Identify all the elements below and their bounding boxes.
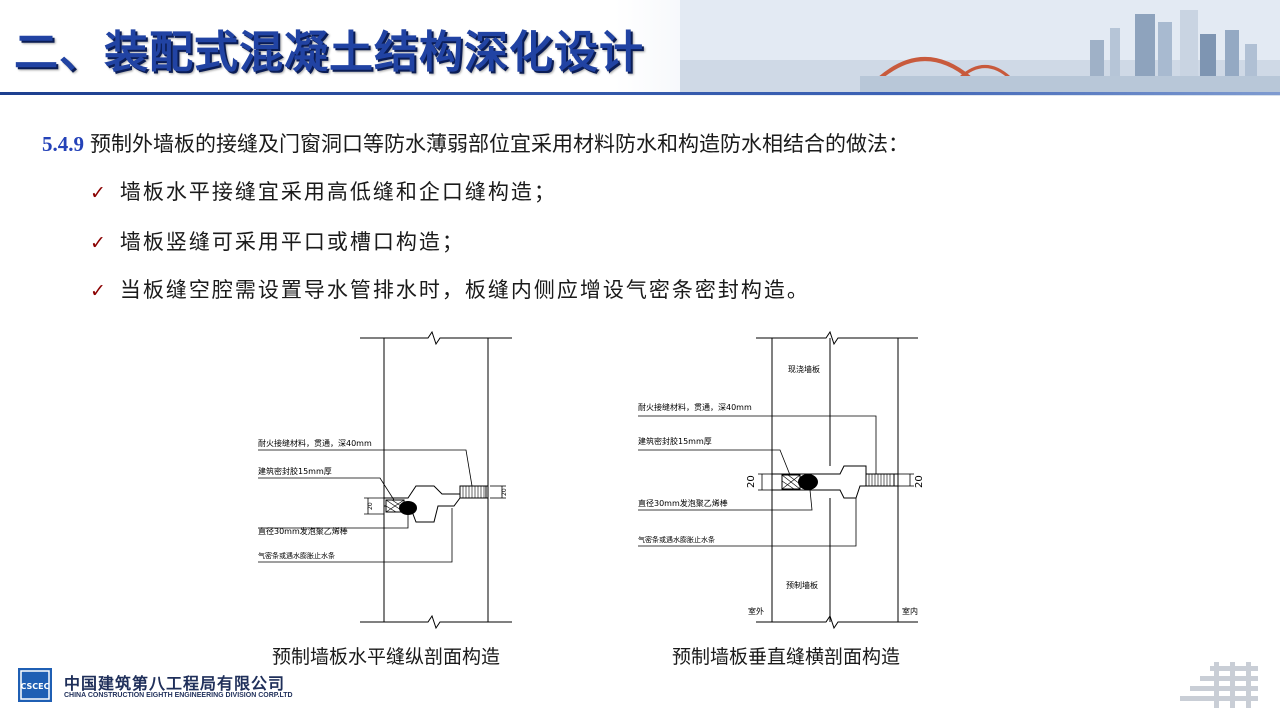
page-title: 二、装配式混凝土结构深化设计 (14, 27, 644, 78)
label-airtight-strip: 气密条或遇水膨胀止水条 (258, 551, 335, 560)
bullet-item: ✓ 当板缝空腔需设置导水管排水时，板缝内侧应增设气密条密封构造。 (90, 274, 810, 304)
building-mark-icon (1180, 662, 1258, 708)
label-sealant: 建筑密封胶15mm厚 (638, 436, 712, 446)
bullet-text: 当板缝空腔需设置导水管排水时，板缝内侧应增设气密条密封构造。 (119, 278, 810, 302)
dim-label: 20 (367, 502, 374, 510)
clause-number: 5.4.9 (42, 132, 84, 156)
label-cast-wall: 现浇墙板 (788, 364, 820, 374)
label-fire-joint-material: 耐火接缝材料，贯通，深40mm (258, 438, 372, 448)
label-foam-rod: 直径30mm发泡聚乙烯棒 (258, 526, 348, 536)
cscec-logo-icon: CSCEC (18, 668, 52, 702)
bullet-item: ✓ 墙板水平接缝宜采用高低缝和企口缝构造； (90, 176, 557, 206)
diagram-caption-right: 预制墙板垂直缝横剖面构造 (672, 647, 901, 668)
dim-label: 20 (501, 488, 508, 496)
clause-text: 预制外墙板的接缝及门窗洞口等防水薄弱部位宜采用材料防水和构造防水相结合的做法： (90, 132, 909, 156)
company-name-en: CHINA CONSTRUCTION EIGHTH ENGINEERING DI… (64, 692, 293, 699)
bullet-text: 墙板水平接缝宜采用高低缝和企口缝构造； (119, 180, 557, 204)
label-sealant: 建筑密封胶15mm厚 (258, 466, 332, 476)
diagram-caption-left: 预制墙板水平缝纵剖面构造 (272, 647, 501, 668)
horizontal-joint-diagram: 20 20 耐火接缝材料，贯通，深40mm 建筑密封胶15mm厚 直径30mm发… (258, 330, 512, 630)
label-precast-wall: 预制墙板 (786, 580, 818, 590)
bullet-item: ✓ 墙板竖缝可采用平口或槽口构造； (90, 226, 465, 256)
check-icon: ✓ (90, 182, 106, 204)
check-icon: ✓ (90, 280, 106, 302)
dim-label: 20 (746, 475, 757, 488)
city-skyline-image (680, 0, 1280, 92)
company-name-cn: 中国建筑第八工程局有限公司 (64, 674, 286, 693)
header-divider (0, 92, 1280, 95)
vertical-joint-diagram: 20 20 现浇墙板 耐火接缝材料，贯通，深40mm 建筑密封胶15mm厚 直径… (638, 330, 925, 630)
check-icon: ✓ (90, 232, 106, 254)
header-banner: 二、装配式混凝土结构深化设计 (0, 0, 1280, 96)
label-indoor: 室内 (902, 606, 918, 616)
label-airtight-strip: 气密条或遇水膨胀止水条 (638, 535, 715, 544)
label-outdoor: 室外 (748, 606, 764, 616)
bullet-text: 墙板竖缝可采用平口或槽口构造； (119, 230, 465, 254)
logo-text: CSCEC (21, 682, 50, 691)
label-fire-joint-material: 耐火接缝材料，贯通，深40mm (638, 402, 752, 412)
dim-label: 20 (914, 475, 925, 488)
label-foam-rod: 直径30mm发泡聚乙烯棒 (638, 498, 728, 508)
